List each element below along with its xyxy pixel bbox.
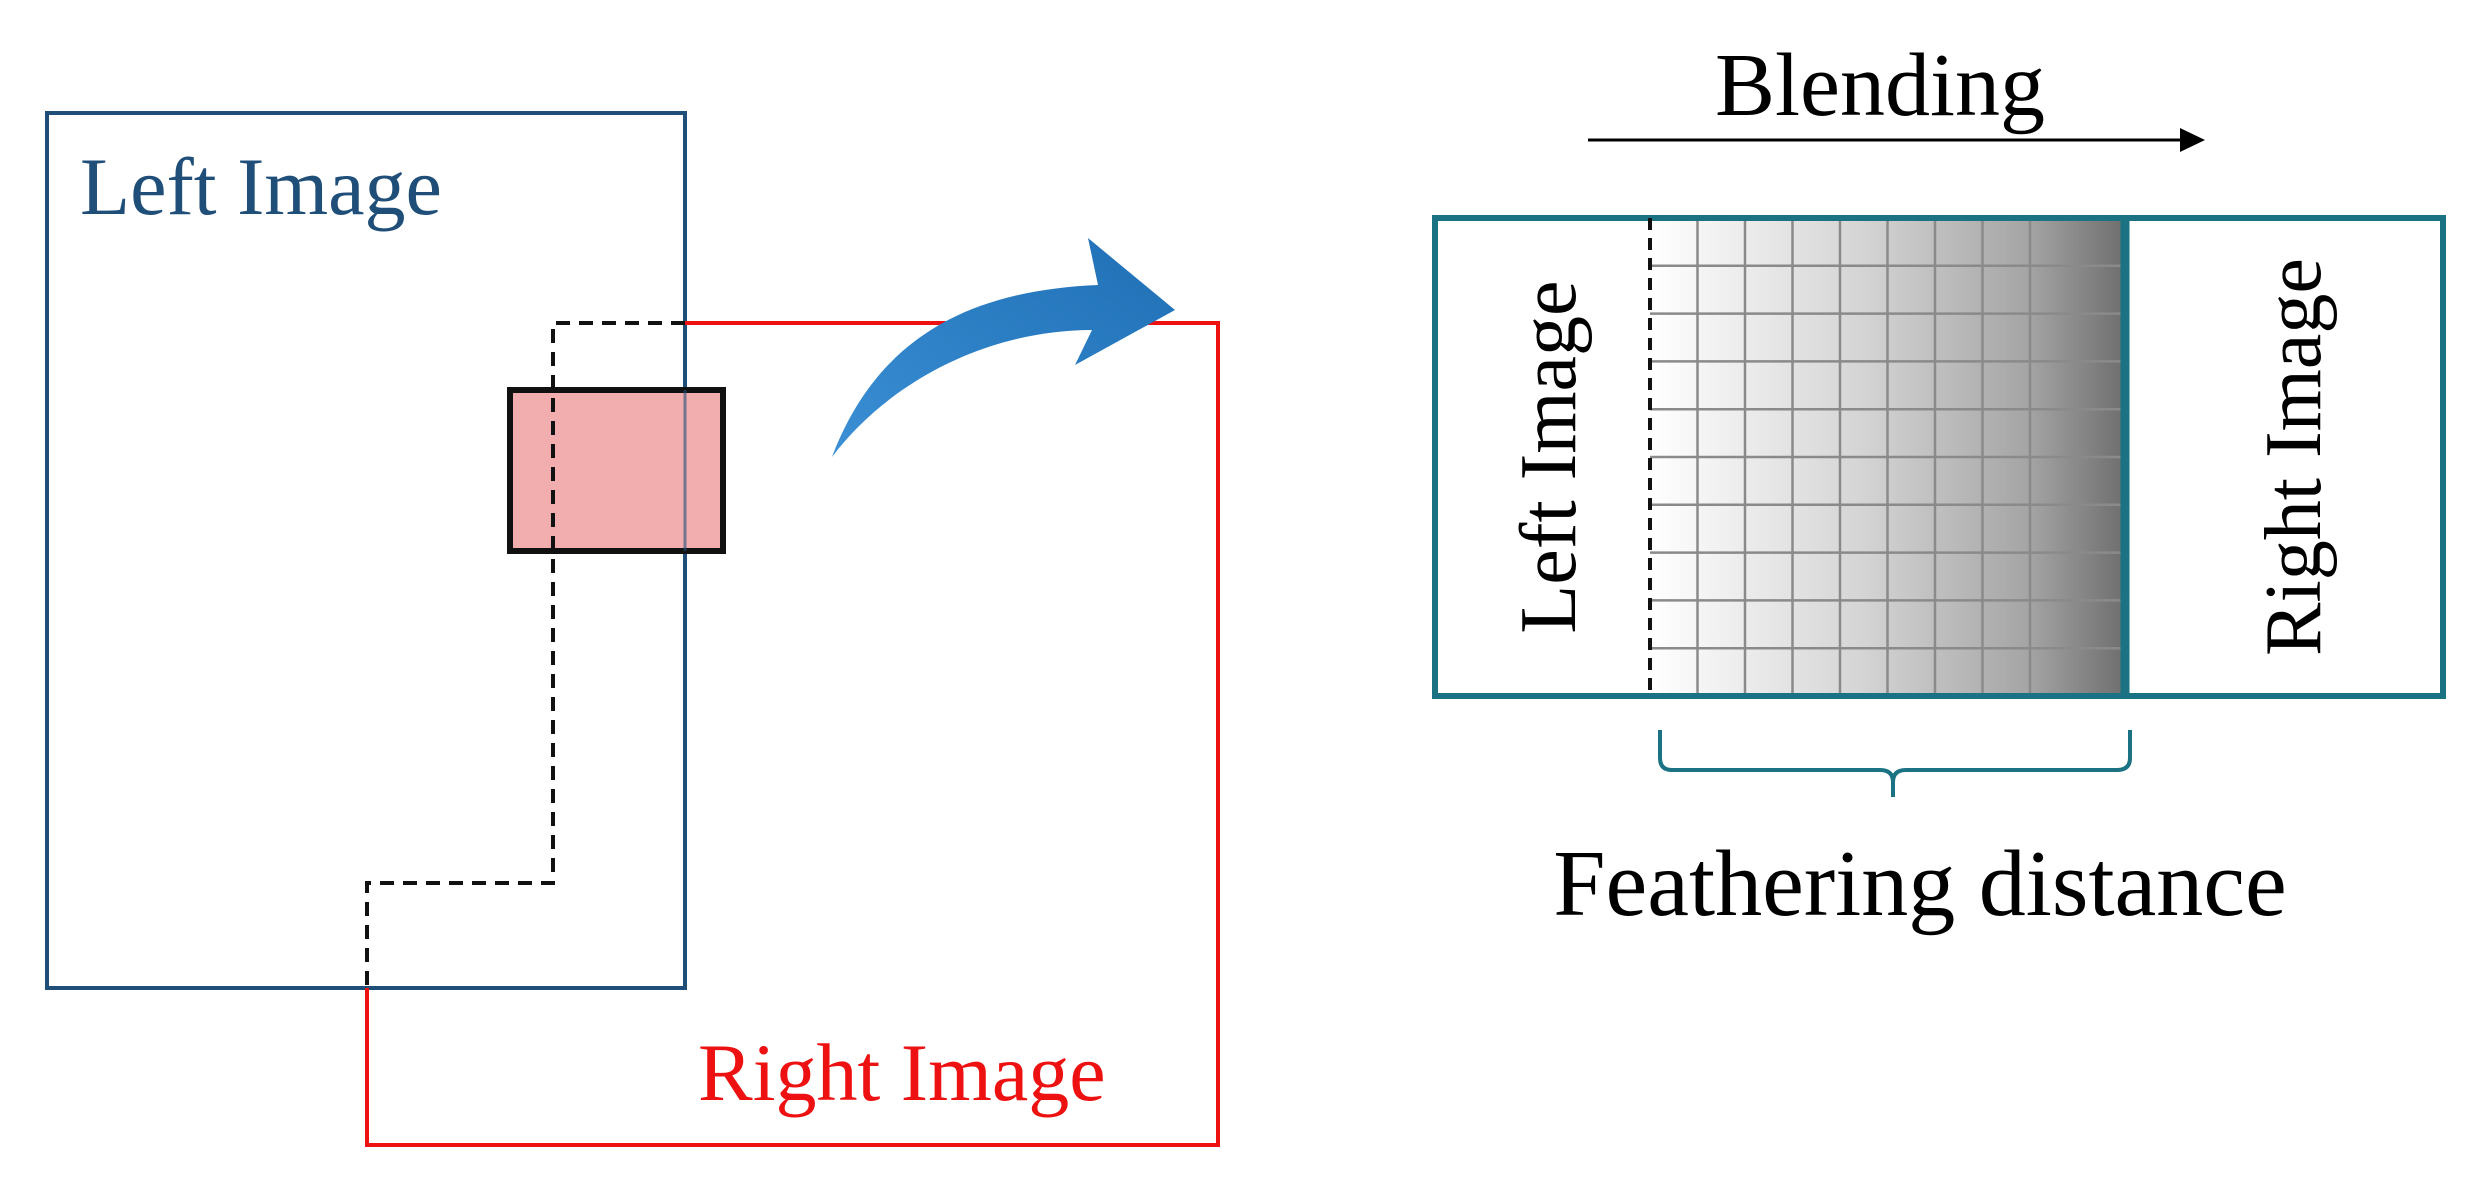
- left-image-label: Left Image: [80, 141, 442, 232]
- curved-arrow: [832, 238, 1175, 457]
- right-image-label: Right Image: [698, 1027, 1106, 1118]
- blend-frame: [1432, 215, 2446, 699]
- right-image-frame: [365, 321, 1220, 1147]
- feathering-grid: [1650, 218, 2125, 696]
- blend-left-image-label: Left Image: [1505, 280, 1593, 633]
- overlap-region: [507, 387, 726, 554]
- blending-arrow: [1588, 128, 2205, 152]
- seam-line: [365, 321, 685, 988]
- blending-label: Blending: [1715, 36, 2045, 135]
- feathering-brace: [1658, 730, 2132, 797]
- blend-right-image-label: Right Image: [2250, 258, 2338, 656]
- feathering-distance-label: Feathering distance: [1553, 832, 2286, 936]
